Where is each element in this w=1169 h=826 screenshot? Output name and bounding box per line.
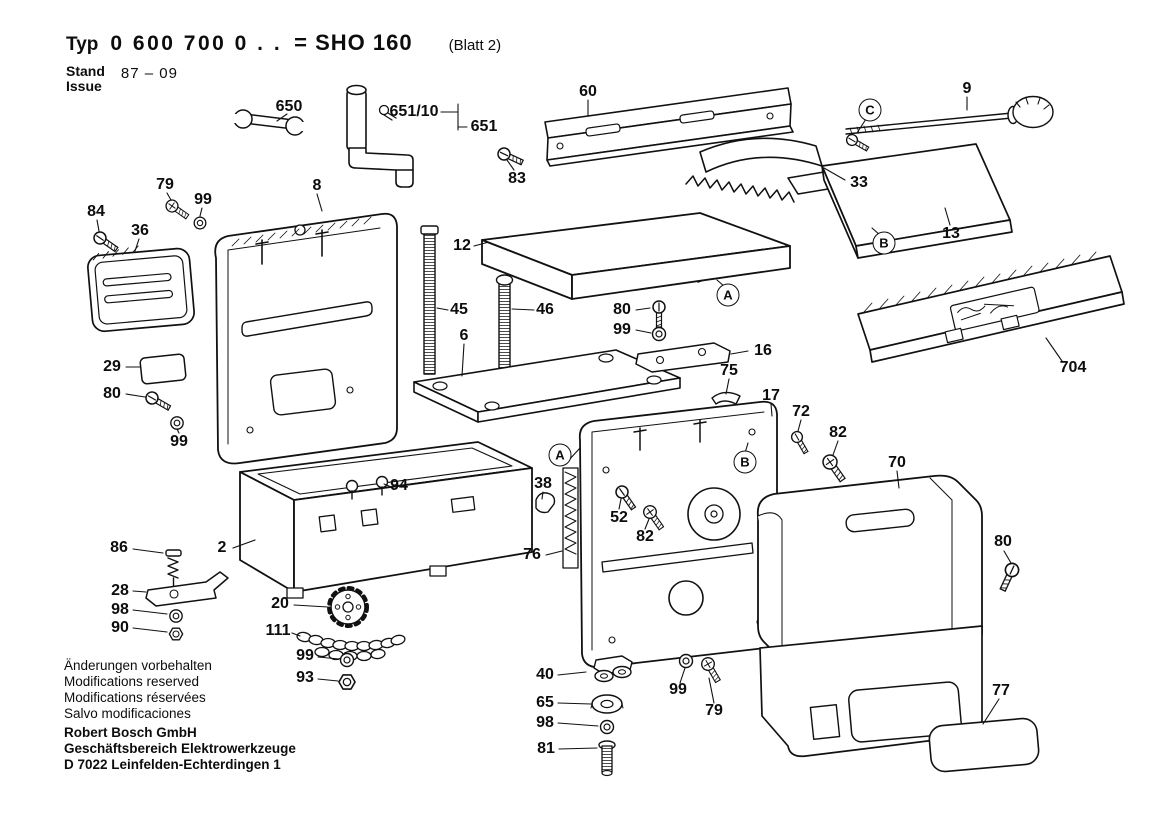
- part-29-plate: [139, 353, 187, 385]
- part-111-chain: [296, 631, 406, 662]
- part-98-washer-left: [169, 609, 183, 623]
- part-9-rod: [845, 95, 1054, 135]
- sheet-number: (Blatt 2): [448, 37, 502, 54]
- part-93-nut: [338, 674, 356, 690]
- issue-line: Stand Issue 87 – 09: [66, 64, 501, 94]
- part-12-table: [481, 212, 791, 300]
- footer-block: Änderungen vorbehalten Modifications res…: [64, 658, 296, 773]
- part-28-bracket: [145, 571, 229, 607]
- stand-issue-labels: Stand Issue: [66, 64, 105, 94]
- part-99-washer-bottom: [339, 652, 355, 668]
- part-60-fence: [544, 87, 794, 167]
- type-line: Typ 0 600 700 0 . . = SHO 160 (Blatt 2): [66, 30, 501, 56]
- issue-label: Issue: [66, 78, 102, 94]
- part-36-cover: [87, 245, 195, 333]
- part-650-wrench: [230, 109, 308, 136]
- part-84-screw: [90, 228, 121, 256]
- part-94-bolts: [345, 475, 389, 500]
- part-704-rail: [857, 251, 1125, 363]
- part-40-tensioner: [593, 655, 633, 683]
- part-2-base-frame: [239, 441, 533, 599]
- part-99-washer-top: [193, 216, 207, 230]
- part-65-pulley: [590, 694, 624, 714]
- part-98-washer-centre: [599, 719, 615, 735]
- type-number: 0 600 700 0 . .: [110, 32, 283, 55]
- footer-note-en: Modifications reserved: [64, 674, 200, 689]
- part-16-bracket: [635, 342, 731, 373]
- part-13-table: [821, 143, 1013, 259]
- part-81-screw: [598, 740, 616, 777]
- leader-lines: [96, 96, 1063, 750]
- part-38-clip: [535, 492, 556, 514]
- company-name: Robert Bosch GmbH: [64, 725, 197, 740]
- part-20-sprocket: [327, 586, 369, 628]
- part-72-screw: [788, 428, 812, 456]
- part-82-screw-right: [819, 451, 850, 485]
- part-99-washer-left: [170, 416, 184, 430]
- footer-note-es: Salvo modificaciones: [64, 706, 191, 721]
- company-division: Geschäftsbereich Elektrowerkzeuge: [64, 741, 296, 756]
- part-8-side-panel: [214, 212, 398, 465]
- stand-label: Stand: [66, 63, 105, 79]
- part-70-motor-housing: [756, 474, 983, 670]
- part-17-side-panel: [578, 400, 778, 669]
- part-90-nut: [168, 627, 184, 641]
- part-99-washer-centre: [651, 326, 667, 342]
- part-80-screw-right: [995, 560, 1022, 594]
- part-cutter-teeth: [685, 175, 795, 203]
- part-651-crank: [346, 84, 414, 188]
- part-c-screw: [843, 131, 871, 155]
- part-80-screw-left: [143, 389, 174, 414]
- part-86-screw: [165, 549, 182, 589]
- title-block: Typ 0 600 700 0 . . = SHO 160 (Blatt 2) …: [66, 30, 501, 94]
- part-651-10-screw: [378, 104, 397, 121]
- part-6-frame: [413, 349, 681, 423]
- footer-note-fr: Modifications réservées: [64, 690, 206, 705]
- part-77-plate: [928, 717, 1040, 773]
- part-79-screw-top: [163, 197, 192, 223]
- part-80-screw-centre: [652, 300, 666, 328]
- part-70-lower-shell: [759, 625, 983, 758]
- footer-note-de: Änderungen vorbehalten: [64, 658, 212, 673]
- issue-value: 87 – 09: [120, 65, 178, 82]
- part-45-spindle: [420, 225, 439, 375]
- part-79-screw-bottom: [698, 654, 725, 685]
- company-address: D 7022 Leinfelden-Echterdingen 1: [64, 757, 281, 772]
- model-name: = SHO 160: [294, 30, 413, 55]
- company-block: Robert Bosch GmbH Geschäftsbereich Elekt…: [64, 725, 296, 773]
- typ-label: Typ: [66, 34, 99, 55]
- part-99-washer-bottom-right: [678, 653, 694, 669]
- part-76-spring-strip: [562, 467, 579, 569]
